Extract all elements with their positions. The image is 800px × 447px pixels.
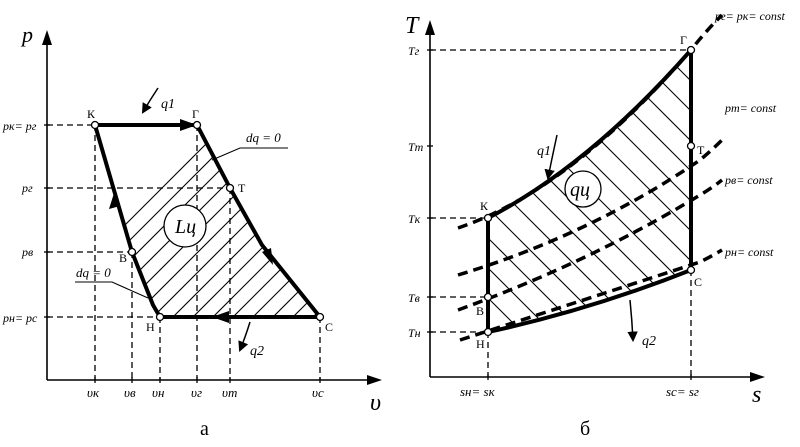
pv-point-b [127, 247, 137, 257]
pv-dq-bottom-label: dq = 0 [76, 265, 111, 280]
ts-point-k [483, 213, 493, 223]
ts-label-b: В [476, 304, 484, 318]
pv-point-h [155, 312, 165, 322]
ts-ylabel-tk: Tк [408, 212, 421, 226]
pv-xlabel-vt: υт [222, 385, 237, 400]
pv-label-h: Н [146, 320, 155, 334]
pv-ylabel-pn: pн= pс [2, 311, 38, 325]
ts-point-b [483, 292, 493, 302]
pv-label-g: Г [192, 107, 199, 121]
ts-label-t: Т [697, 143, 705, 157]
ts-ylabel-tv: Tв [408, 291, 420, 305]
pv-point-k [90, 120, 100, 130]
ts-isobar-n [459, 248, 723, 342]
ts-q2-arrow [627, 299, 638, 343]
ts-ylabel-tn: Tн [408, 326, 421, 340]
pv-q2-label: q2 [250, 344, 264, 359]
pv-xlabel-vk: υк [87, 385, 100, 400]
t-axis-label: T [405, 13, 420, 39]
pv-ylabel-pv: pв [21, 245, 33, 259]
pv-label-t: Т [238, 181, 246, 195]
pv-q1-label: q1 [161, 97, 175, 112]
ts-q1-arrow [544, 134, 558, 181]
pv-q2-arrow [238, 321, 251, 352]
ts-ylabel-tg: Tг [408, 44, 420, 58]
pv-xlabel-vn: υн [152, 385, 164, 400]
pv-arrow-left [109, 190, 120, 209]
v-axis-label: υ [370, 390, 381, 416]
pv-label-b: В [119, 251, 127, 265]
pv-label-c: С [325, 320, 333, 334]
pv-ylabel-pk: pк= pг [2, 119, 37, 133]
ts-isobar-t [457, 138, 724, 277]
pv-work-label: Lц [174, 216, 196, 238]
pv-xlabel-vv: υв [124, 385, 136, 400]
pv-arrow-right [262, 248, 273, 265]
pv-ylabel-pg: pг [21, 181, 33, 195]
ts-point-h [483, 327, 493, 337]
ts-heat-label: qц [570, 179, 590, 201]
ts-xlabel-sc: sс= sг [666, 384, 699, 399]
pv-arrow-bottom [212, 311, 229, 323]
ts-caption: б [580, 418, 590, 440]
t-axis-arrow [425, 20, 435, 35]
ts-isobar-n-label: pн= const [724, 245, 774, 259]
ts-point-c [686, 265, 696, 275]
pv-arrow-top [180, 119, 197, 131]
v-axis-arrow [367, 375, 382, 385]
ts-isobar-v-label: pв= const [724, 173, 773, 187]
ts-ylabel-tt: Tт [408, 140, 424, 154]
pv-point-g [192, 120, 202, 130]
pv-dq-top-label: dq = 0 [246, 130, 281, 145]
p-axis-label: p [20, 22, 33, 47]
p-axis-arrow [42, 30, 52, 45]
ts-label-g: Г [680, 33, 687, 47]
ts-isobar-top-label: pг= pк= const [714, 9, 785, 23]
pv-work-circle [163, 204, 207, 248]
ts-isobar-v [457, 178, 724, 312]
ts-q2-label: q2 [642, 334, 656, 349]
ts-isobar-t-label: pт= const [724, 101, 777, 115]
ts-point-g [686, 45, 696, 55]
s-axis-label: s [752, 382, 761, 408]
ts-label-k: К [480, 199, 489, 213]
ts-label-c: С [694, 275, 702, 289]
ts-heat-circle [564, 170, 602, 208]
pv-label-k: К [87, 107, 96, 121]
ts-label-h: Н [476, 337, 485, 351]
pv-q1-arrow [141, 87, 159, 114]
pv-point-c [315, 312, 325, 322]
s-axis-arrow [750, 372, 765, 382]
ts-q1-label: q1 [537, 144, 551, 159]
pv-caption: а [200, 418, 209, 440]
ts-xlabel-sn: sн= sк [460, 384, 496, 399]
pv-xlabel-vg: υг [191, 385, 202, 400]
pv-xlabel-vc: υс [312, 385, 324, 400]
ts-diagram: T s [405, 9, 785, 440]
pv-point-t [225, 183, 235, 193]
ts-point-t [686, 141, 696, 151]
